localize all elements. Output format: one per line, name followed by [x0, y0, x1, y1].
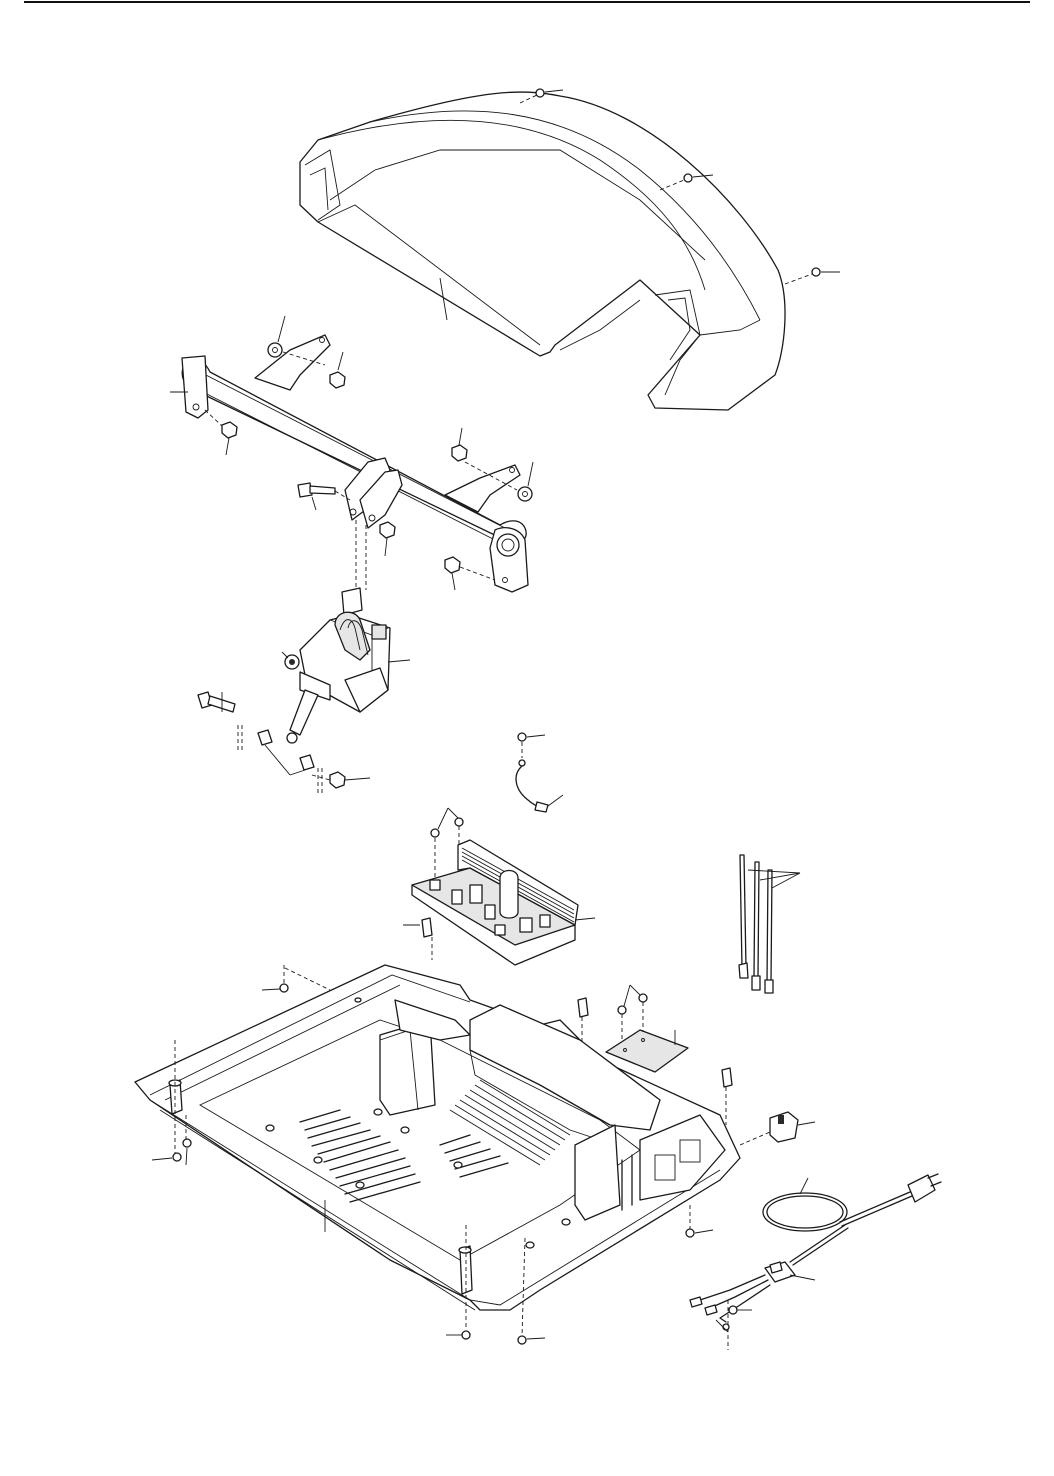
cable-tie: [739, 855, 800, 993]
upright-crossbar: [170, 335, 528, 592]
bolt: [198, 483, 350, 750]
hood: [300, 92, 785, 410]
coiled-cord: [763, 1178, 847, 1231]
base-frame: [135, 965, 740, 1310]
filter-board: [606, 985, 688, 1072]
ground-wire: [516, 733, 563, 812]
controller-board: [412, 808, 595, 965]
circuit-breaker: [740, 1112, 815, 1145]
motor-assembly: [282, 588, 410, 743]
nut: [205, 352, 495, 788]
spacer-clip: [403, 918, 432, 960]
power-cord: [690, 1174, 941, 1350]
